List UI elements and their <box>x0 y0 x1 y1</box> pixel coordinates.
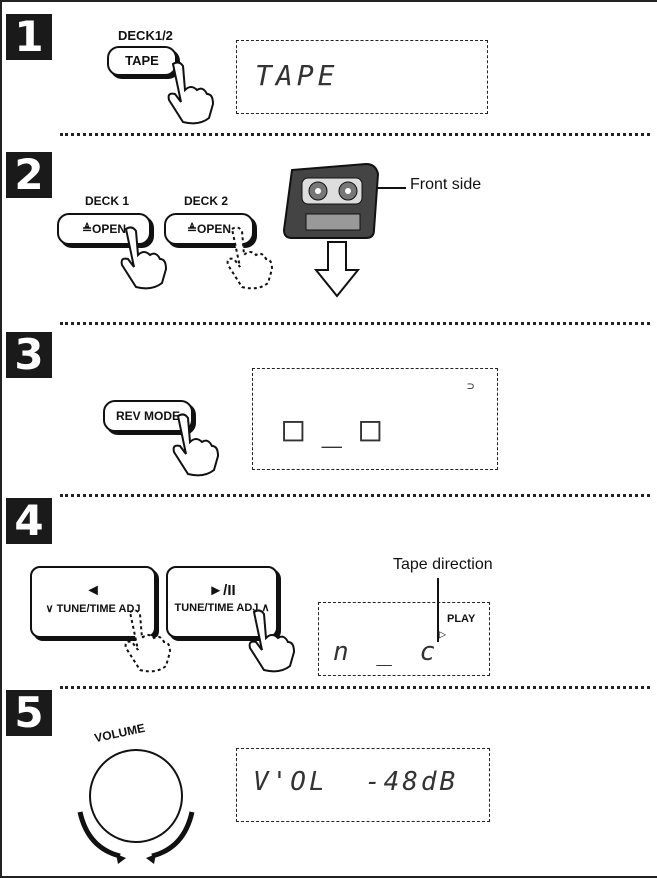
tape-button-label: TAPE <box>125 53 159 68</box>
cassette-icon <box>282 162 380 239</box>
play-indicator-label: PLAY <box>447 613 476 625</box>
deck-1-2-caption: DECK1/2 <box>118 28 173 43</box>
step-3-display: □_□ ⊃ <box>252 368 498 470</box>
hand-pointer-icon <box>172 413 220 477</box>
step-3-number: 3 <box>14 330 44 379</box>
deck-1-open-label: ≜OPEN <box>81 222 127 236</box>
tape-button[interactable]: TAPE <box>107 46 177 76</box>
hand-pointer-icon <box>167 61 215 125</box>
step-4-display: PLAY ▷ n _ c <box>318 602 490 676</box>
leader-line <box>378 187 406 189</box>
divider-4 <box>60 686 650 689</box>
hand-pointer-dashed-icon <box>124 609 172 673</box>
arrow-down-icon <box>313 241 361 298</box>
step-2-number: 2 <box>14 150 44 199</box>
divider-1 <box>60 133 650 136</box>
play-direction-icon: ▷ <box>439 627 451 641</box>
top-rule <box>0 0 657 2</box>
tune-down-label: ∨ TUNE/TIME ADJ <box>45 603 141 615</box>
step-1-display: TAPE <box>236 40 488 114</box>
step-5-number: 5 <box>14 688 44 737</box>
step-4-number: 4 <box>14 496 44 545</box>
step-4-display-text: n _ c <box>333 637 442 667</box>
hand-pointer-icon <box>248 609 296 673</box>
tune-up-label: TUNE/TIME ADJ ∧ <box>174 602 270 614</box>
divider-3 <box>60 494 650 497</box>
step-1-display-text: TAPE <box>255 59 339 92</box>
reverse-indicator: ⊃ <box>467 379 479 393</box>
step-5-display-text: V'OL -48dB <box>253 767 459 797</box>
hand-pointer-icon <box>120 226 168 290</box>
step-4-badge: 4 <box>6 498 52 544</box>
step-5-badge: 5 <box>6 690 52 736</box>
deck-2-open-label: ≜OPEN <box>186 222 232 236</box>
play-pause-symbol: ►/II <box>208 582 236 599</box>
volume-knob-icon[interactable] <box>60 732 210 864</box>
step-3-display-text: □_□ <box>283 409 399 449</box>
step-2-badge: 2 <box>6 152 52 198</box>
divider-2 <box>60 322 650 325</box>
rewind-symbol: ◄ <box>85 582 101 599</box>
step-1-badge: 1 <box>6 14 52 60</box>
step-1-number: 1 <box>14 12 44 61</box>
step-5-display: V'OL -48dB <box>236 748 490 822</box>
step-3-badge: 3 <box>6 332 52 378</box>
deck-2-caption: DECK 2 <box>184 194 229 208</box>
deck-1-caption: DECK 1 <box>85 194 130 208</box>
front-side-label: Front side <box>410 176 482 193</box>
rev-mode-label: REV MODE <box>115 409 180 423</box>
tape-direction-label: Tape direction <box>393 556 493 573</box>
hand-pointer-dashed-icon <box>226 226 274 290</box>
tape-direction-pointer <box>437 578 439 642</box>
